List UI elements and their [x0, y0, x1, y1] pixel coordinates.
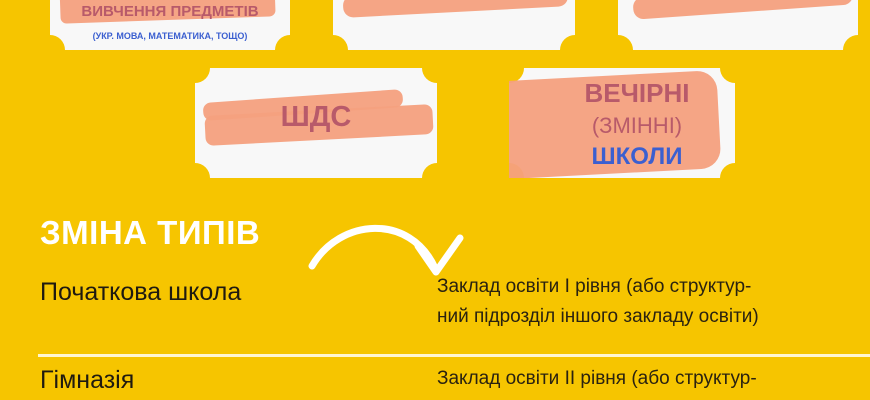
- card-line-3: ШКОЛИ: [591, 143, 683, 170]
- card-line-1: ВЕЧІРНІ: [584, 78, 690, 108]
- scribble-mark: [632, 0, 854, 20]
- card-subject-study: ВИВЧЕННЯ ПРЕДМЕТІВ (УКР. МОВА, МАТЕМАТИК…: [50, 0, 290, 50]
- description-line: Заклад освіти І рівня (або структур-: [437, 276, 752, 297]
- card-title: ШДС: [280, 101, 352, 133]
- row-primary-school-label: Початкова школа: [40, 278, 242, 306]
- card-evening-schools: ВЕЧІРНІ (ЗМІННІ) ШКОЛИ: [509, 68, 735, 178]
- row-gymnasium-label: Гімназія: [40, 366, 135, 394]
- row-gymnasium-description: Заклад освіти ІІ рівня (або структур-: [437, 364, 757, 394]
- divider: [38, 354, 870, 357]
- card-line-2: (ЗМІННІ): [591, 113, 683, 138]
- description-line: Заклад освіти ІІ рівня (або структур-: [437, 368, 757, 389]
- curved-arrow-icon: [308, 224, 464, 276]
- description-line: ний підрозділ іншого закладу освіти): [437, 306, 759, 327]
- card-title: ВИВЧЕННЯ ПРЕДМЕТІВ: [81, 3, 259, 20]
- card-2: [333, 0, 575, 50]
- section-heading: ЗМІНА ТИПІВ: [40, 214, 261, 251]
- card-subtitle: (УКР. МОВА, МАТЕМАТИКА, ТОЩО): [92, 31, 248, 41]
- scribble-mark: [342, 0, 569, 18]
- card-shds: ШДС: [195, 68, 437, 178]
- card-3: [618, 0, 858, 50]
- row-primary-school-description: Заклад освіти І рівня (або структур- ний…: [437, 272, 759, 332]
